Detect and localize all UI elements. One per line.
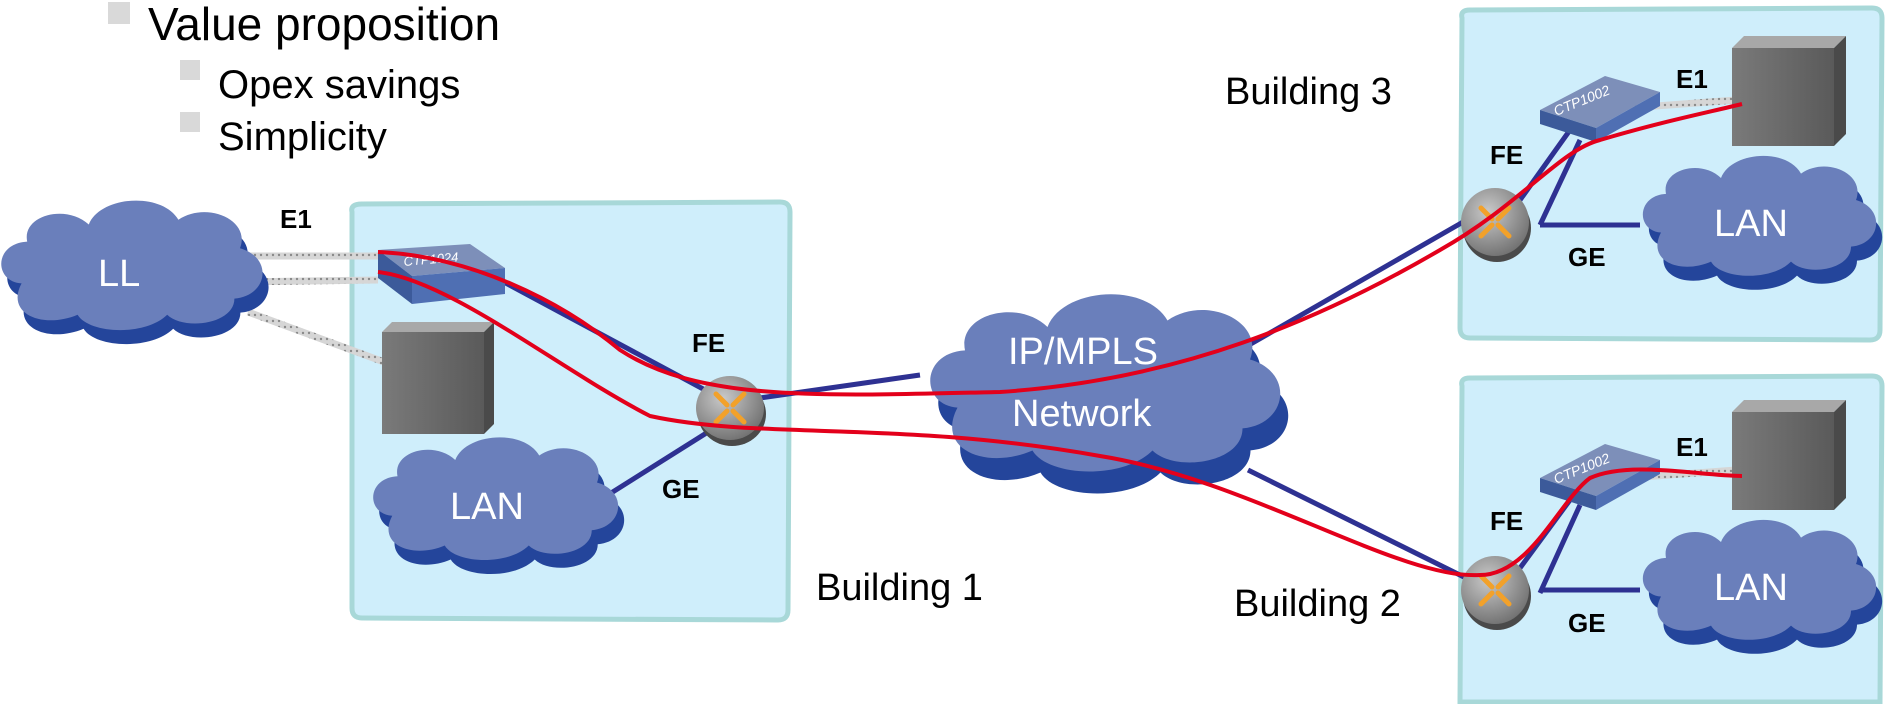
fe-label-building-2: FE (1490, 506, 1523, 536)
building-1-label: Building 1 (816, 567, 983, 609)
bullet-sub-simplicity: Simplicity (218, 115, 387, 159)
lan-cloud-label: LAN (450, 486, 524, 528)
building-2-label: Building 2 (1234, 583, 1401, 625)
ge-label-building-2: GE (1568, 608, 1606, 638)
router-icon (1461, 188, 1531, 262)
building-3-label: Building 3 (1225, 71, 1392, 113)
ge-label-building-3: GE (1568, 242, 1606, 272)
ll-cloud-label: LL (98, 253, 140, 295)
e1-label-building-3: E1 (1676, 64, 1708, 94)
circuit-paths (377, 102, 1743, 578)
server-icon (1732, 400, 1846, 510)
square-bullet-icon (108, 2, 130, 24)
lan-cloud-building-3: LAN (1642, 155, 1883, 290)
bullet-list: Value proposition Opex savings Simplicit… (108, 0, 500, 159)
lan-cloud-label: LAN (1714, 203, 1788, 245)
fe-label-building-3: FE (1490, 140, 1523, 170)
e1-label-building-1: E1 (280, 204, 312, 234)
fe-label-building-1: FE (692, 328, 725, 358)
core-cloud-line1: IP/MPLS (1008, 331, 1158, 373)
lan-cloud-building-2: LAN (1642, 519, 1883, 654)
e1-label-building-2: E1 (1676, 432, 1708, 462)
ge-label-building-1: GE (662, 474, 700, 504)
lan-cloud-label: LAN (1714, 567, 1788, 609)
bullet-main: Value proposition (148, 0, 500, 50)
server-icon (1732, 36, 1846, 146)
square-bullet-icon (180, 112, 200, 132)
ll-cloud: LL (1, 200, 269, 345)
ip-mpls-cloud: IP/MPLS Network (930, 294, 1289, 494)
core-cloud-line2: Network (1012, 393, 1152, 435)
router-icon (1461, 556, 1531, 630)
lan-cloud-building-1: LAN (373, 437, 625, 575)
square-bullet-icon (180, 60, 200, 80)
server-icon (382, 322, 494, 434)
bullet-sub-opex: Opex savings (218, 63, 460, 107)
